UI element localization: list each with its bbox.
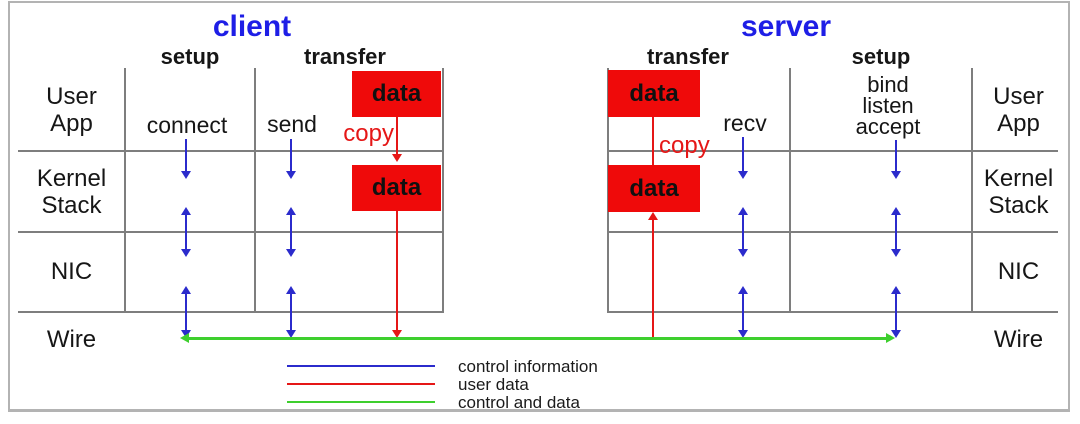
layer-label-text: User App bbox=[46, 82, 97, 137]
arrow-head-down bbox=[891, 171, 901, 179]
bind-call-label: bind bbox=[867, 72, 909, 97]
arrow-line bbox=[742, 292, 744, 332]
arrow-line bbox=[895, 292, 897, 332]
arrow-line bbox=[895, 213, 897, 250]
user-data-box-client: data bbox=[352, 71, 441, 117]
arrow-head-up bbox=[181, 286, 191, 294]
arrow-head-up bbox=[891, 286, 901, 294]
arrow-line bbox=[742, 213, 744, 250]
layer-label-text: Kernel Stack bbox=[983, 164, 1054, 219]
layer-label-wire-left: Wire bbox=[18, 317, 125, 361]
arrow-head-up bbox=[286, 207, 296, 215]
copy-arrow-head-down bbox=[392, 154, 402, 162]
client-transfer-header: transfer bbox=[304, 44, 386, 69]
legend-label-control: control information bbox=[458, 357, 598, 376]
accept-call-label: accept bbox=[855, 114, 921, 139]
client-setup-header: setup bbox=[160, 44, 220, 69]
layer-label-nic-left: NIC bbox=[18, 231, 125, 312]
arrow-line bbox=[185, 213, 187, 250]
layer-label-text: Wire bbox=[46, 325, 97, 353]
server-transfer-header: transfer bbox=[647, 44, 729, 69]
layer-label-wire-right: Wire bbox=[971, 317, 1066, 361]
grid-line-client-labels-divider bbox=[124, 68, 126, 313]
legend-swatch-control bbox=[287, 365, 435, 367]
arrow-head-down bbox=[738, 249, 748, 257]
arrow-line bbox=[185, 292, 187, 332]
layer-label-user-app-right: User App bbox=[971, 68, 1066, 151]
arrow-line bbox=[895, 140, 897, 172]
layer-label-text: NIC bbox=[50, 258, 93, 285]
send-call-label: send bbox=[267, 111, 317, 137]
to-wire-arrow-line bbox=[396, 211, 398, 332]
arrow-head-down bbox=[286, 330, 296, 338]
server-setup-header: setup bbox=[851, 44, 911, 69]
grid-line-nic-bottom-left bbox=[18, 311, 443, 313]
grid-line-client-setup-transfer-divider bbox=[254, 68, 256, 313]
layer-label-text: Kernel Stack bbox=[36, 164, 107, 219]
layer-label-kernel-stack-right: Kernel Stack bbox=[971, 151, 1066, 232]
arrow-head-up bbox=[891, 207, 901, 215]
arrow-head-up bbox=[738, 286, 748, 294]
user-data-box-server: data bbox=[608, 70, 700, 117]
layer-label-kernel-stack-left: Kernel Stack bbox=[18, 151, 125, 232]
arrow-head-down bbox=[286, 171, 296, 179]
grid-line-userapp-kernel-right bbox=[607, 150, 1058, 152]
copy-arrow-line bbox=[396, 117, 398, 156]
arrow-head-down bbox=[738, 171, 748, 179]
listen-call-label: listen bbox=[862, 93, 914, 118]
layer-label-user-app-left: User App bbox=[18, 68, 125, 151]
layer-label-text: Wire bbox=[993, 325, 1044, 353]
layer-label-nic-right: NIC bbox=[971, 231, 1066, 312]
copy-label-client: copy bbox=[343, 120, 394, 147]
grid-line-nic-bottom-right bbox=[607, 311, 1058, 313]
grid-line-server-transfer-setup-divider bbox=[789, 68, 791, 313]
arrow-line bbox=[185, 139, 187, 172]
arrow-line bbox=[290, 213, 292, 250]
grid-line-server-labels-divider bbox=[971, 68, 973, 313]
connect-call-label: connect bbox=[146, 112, 228, 138]
arrow-head-down bbox=[738, 330, 748, 338]
recv-call-label: recv bbox=[723, 110, 767, 136]
copy-label-server: copy bbox=[659, 132, 710, 159]
grid-line-kernel-nic-right bbox=[607, 231, 1058, 233]
wire-arrow-head-left bbox=[180, 333, 189, 343]
legend-swatch-control-and-data bbox=[287, 401, 435, 403]
legend-swatch-user-data bbox=[287, 383, 435, 385]
copy-line bbox=[652, 117, 654, 165]
wire-arrow-head-right bbox=[886, 333, 895, 343]
kernel-data-box-client: data bbox=[352, 165, 441, 211]
from-wire-arrow-line bbox=[652, 219, 654, 338]
arrow-head-down bbox=[286, 249, 296, 257]
arrow-head-up bbox=[738, 207, 748, 215]
arrow-head-up bbox=[181, 207, 191, 215]
to-wire-arrow-head-down bbox=[392, 330, 402, 338]
arrow-line bbox=[742, 137, 744, 171]
arrow-head-down bbox=[181, 249, 191, 257]
arrow-line bbox=[290, 139, 292, 172]
arrow-head-down bbox=[181, 171, 191, 179]
kernel-data-box-server: data bbox=[608, 165, 700, 212]
grid-line-client-right-edge bbox=[442, 68, 444, 313]
legend-label-user-data: user data bbox=[458, 375, 529, 394]
wire-line-segment bbox=[186, 337, 890, 340]
outer-border bbox=[8, 1, 1070, 412]
legend-label-control-and-data: control and data bbox=[458, 393, 580, 412]
layer-label-text: NIC bbox=[997, 258, 1040, 285]
arrow-head-down bbox=[891, 330, 901, 338]
arrow-head-up bbox=[286, 286, 296, 294]
from-wire-arrow-head-up bbox=[648, 212, 658, 220]
layer-label-text: User App bbox=[993, 82, 1044, 137]
arrow-head-down bbox=[891, 249, 901, 257]
server-title: server bbox=[740, 10, 832, 43]
grid-line-kernel-nic-left bbox=[18, 231, 443, 233]
grid-line-userapp-kernel-left bbox=[18, 150, 443, 152]
bind-listen-accept-label: bind listen accept bbox=[828, 72, 948, 139]
client-title: client bbox=[212, 10, 292, 43]
arrow-line bbox=[290, 292, 292, 332]
